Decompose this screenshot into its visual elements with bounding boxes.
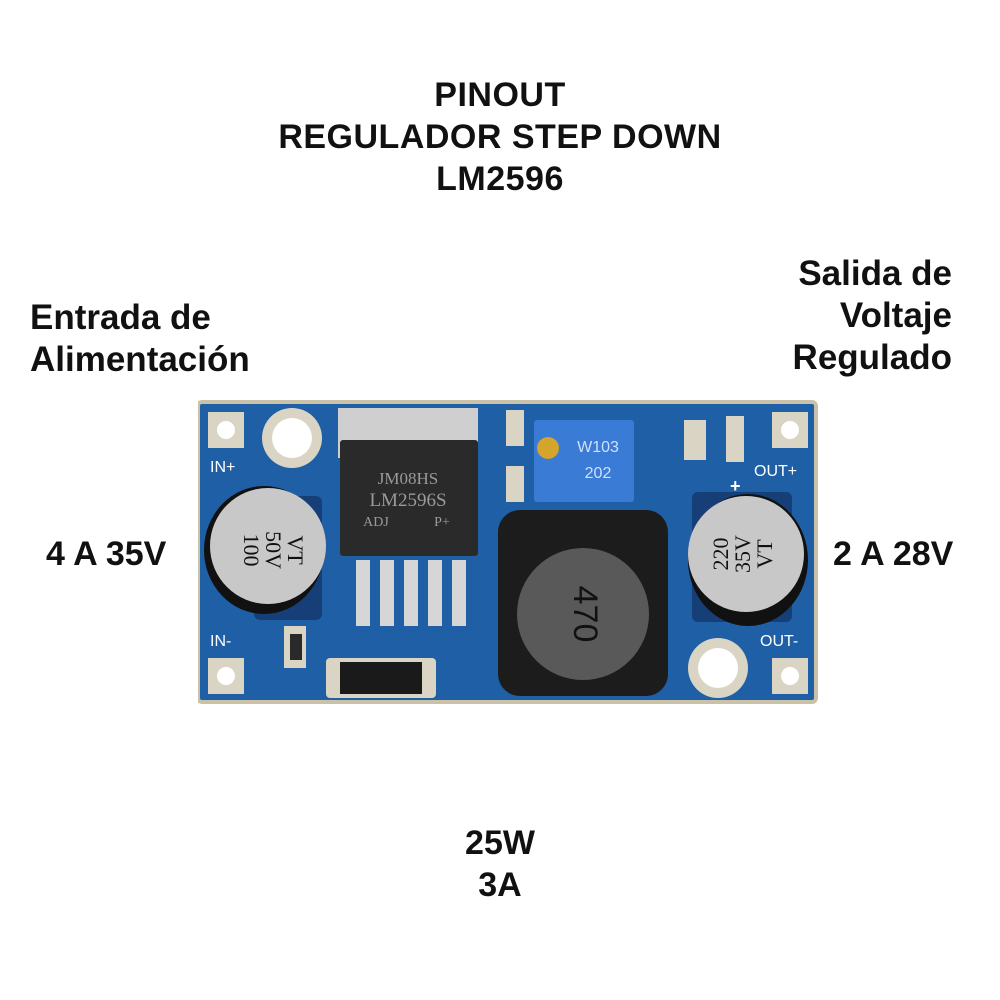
ic-part-number: LM2596S: [369, 490, 446, 511]
title-line-model: LM2596: [436, 160, 564, 198]
mounting-hole-bottom-right: [688, 638, 748, 698]
output-label-line3: Regulado: [792, 338, 952, 377]
cap-out-voltage: 35V: [730, 535, 755, 573]
pad-out-minus: [772, 658, 808, 694]
output-label: Salida de Voltaje Regulado: [793, 253, 952, 379]
pot-value: 202: [585, 465, 612, 482]
cap-in-brand: VT: [283, 535, 308, 565]
cap-in-value: 100: [239, 534, 264, 567]
smd-resistor-right: [726, 416, 744, 462]
inductor-value: 470: [566, 586, 604, 643]
output-spec: 2 A 28V: [833, 535, 954, 573]
input-capacitor: 100 50V VT: [204, 486, 326, 620]
ic-mark: P+: [434, 515, 450, 530]
input-label: Entrada de Alimentación: [30, 297, 250, 381]
lm2596-board-photo: IN+ IN- OUT+ OUT- + 100 50V VT JM08HS LM…: [198, 400, 818, 705]
pin-label-in-plus: IN+: [210, 459, 235, 476]
page-title: PINOUT REGULADOR STEP DOWN LM2596: [0, 74, 1000, 200]
input-spec: 4 A 35V: [46, 535, 167, 573]
cap-out-brand: VT: [752, 539, 777, 569]
pad-in-minus: [208, 658, 244, 694]
input-label-line1: Entrada de: [30, 298, 211, 337]
cap-in-voltage: 50V: [261, 531, 286, 569]
power-rating-amps: 3A: [478, 866, 522, 904]
mounting-hole-top-left: [262, 408, 322, 468]
pin-label-out-plus: OUT+: [754, 463, 797, 480]
pad-in-plus: [208, 412, 244, 448]
lm2596-ic: JM08HS LM2596S ADJ P+: [338, 408, 478, 626]
smd-led: [684, 420, 706, 460]
pin-label-out-minus: OUT-: [760, 633, 798, 650]
smd-resistor-mid: [506, 466, 524, 502]
smd-resistor-top: [506, 410, 524, 446]
plus-mark: +: [730, 476, 741, 496]
power-rating: 25W 3A: [0, 822, 1000, 906]
input-label-line2: Alimentación: [30, 340, 250, 379]
pot-code: W103: [577, 439, 619, 456]
pin-label-in-minus: IN-: [210, 633, 231, 650]
title-line-pinout: PINOUT: [434, 76, 566, 114]
ic-adj: ADJ: [363, 515, 389, 530]
power-inductor: 470: [498, 510, 668, 696]
power-rating-watts: 25W: [465, 824, 535, 862]
output-capacitor: 220 35V VT: [688, 492, 808, 626]
board-illustration: IN+ IN- OUT+ OUT- + 100 50V VT JM08HS LM…: [198, 400, 818, 704]
ic-code: JM08HS: [378, 469, 438, 488]
output-label-line1: Salida de: [798, 254, 952, 293]
pad-out-plus: [772, 412, 808, 448]
schottky-diode: [326, 658, 436, 698]
title-line-regulator: REGULADOR STEP DOWN: [278, 118, 722, 156]
output-label-line2: Voltaje: [839, 296, 952, 335]
cap-out-value: 220: [708, 538, 733, 571]
trim-potentiometer: W103 202: [534, 420, 634, 502]
